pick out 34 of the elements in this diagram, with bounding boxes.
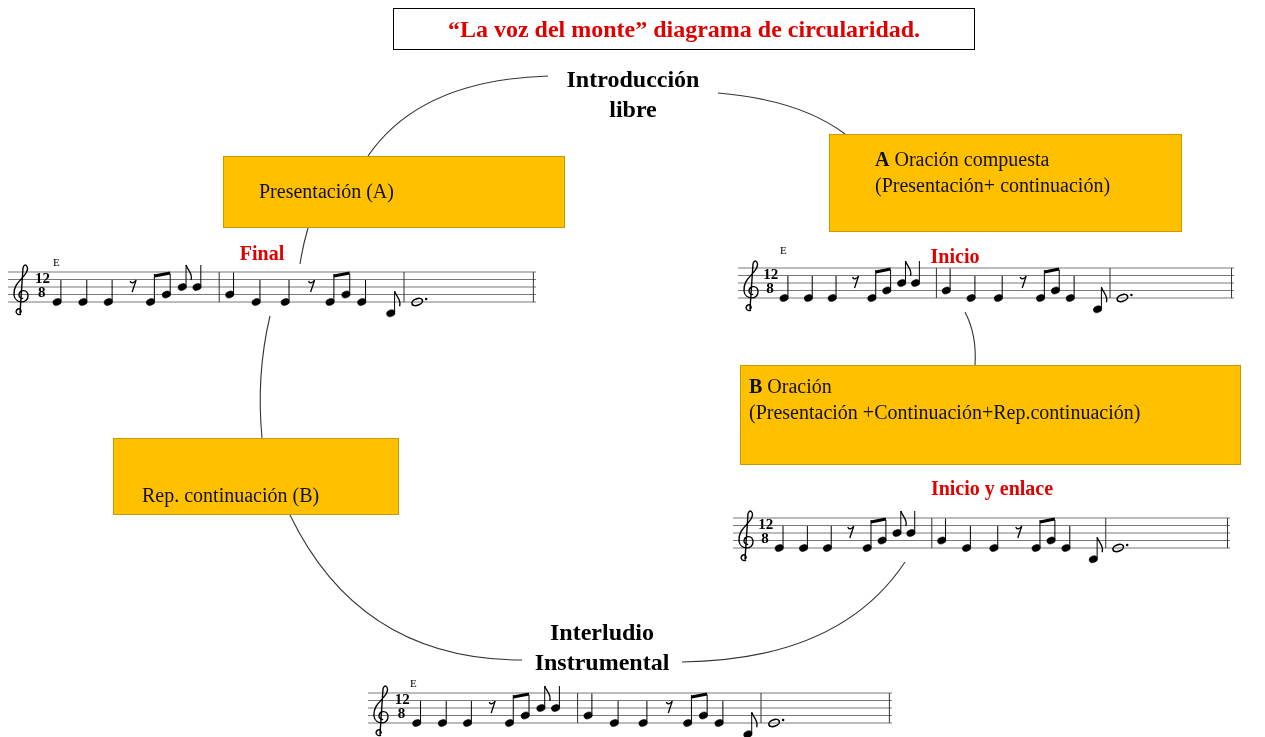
- connector-arc: [964, 311, 976, 366]
- time-signature-number: 8: [761, 532, 769, 545]
- connector-arc: [259, 315, 271, 439]
- time-signature-number: 12: [763, 268, 779, 281]
- connector-arc: [367, 75, 549, 157]
- box-text: (Presentación +Continuación+Rep.continuación): [749, 400, 1141, 424]
- section-caption: Inicio y enlace: [930, 477, 1054, 500]
- time-signature-number: 12: [758, 518, 774, 531]
- box-text: B Oración: [749, 374, 832, 398]
- box-text: Rep. continuación (B): [142, 483, 320, 507]
- time-signature-number: 12: [35, 272, 51, 285]
- section-label: Introducción libre: [565, 65, 701, 124]
- connector-arc: [289, 514, 523, 661]
- time-signature-number: 8: [38, 286, 46, 299]
- box-text: A Oración compuesta: [875, 147, 1050, 171]
- label-box: [113, 438, 399, 515]
- section-label: Interludio Instrumental: [533, 618, 671, 677]
- box-text: Presentación (A): [259, 179, 394, 203]
- label-box: [740, 365, 1241, 465]
- connector-arc: [299, 227, 309, 265]
- section-caption: Inicio: [930, 245, 980, 268]
- time-signature-number: 8: [397, 707, 406, 720]
- chord-symbol: E: [780, 244, 787, 256]
- chord-symbol: E: [53, 256, 60, 268]
- box-text: (Presentación+ continuación): [875, 173, 1111, 197]
- label-box: [223, 156, 565, 228]
- title-box: “La voz del monte” diagrama de circularidad.: [393, 8, 975, 50]
- connector-arc: [717, 92, 846, 135]
- time-signature-number: 8: [766, 282, 774, 295]
- time-signature-number: 12: [394, 693, 410, 706]
- chord-symbol: E: [410, 677, 417, 689]
- section-caption: Final: [239, 242, 285, 265]
- connector-arc: [681, 561, 906, 663]
- label-box: [829, 134, 1182, 232]
